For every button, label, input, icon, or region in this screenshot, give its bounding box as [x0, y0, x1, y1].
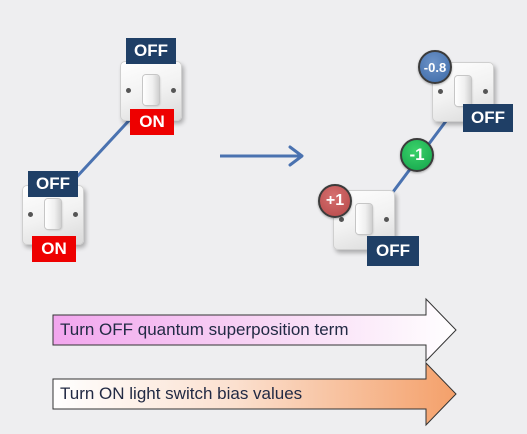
- left-top-switch-on-label: ON: [130, 109, 174, 135]
- right-top-bias-badge: -0.8: [418, 50, 452, 84]
- screw-icon: [339, 217, 344, 222]
- screw-icon: [171, 88, 176, 93]
- transition-arrow: [220, 145, 304, 167]
- screw-icon: [73, 212, 78, 217]
- coupling-badge: -1: [400, 138, 434, 172]
- step-2-text: Turn ON light switch bias values: [60, 384, 303, 403]
- screw-icon: [438, 89, 443, 94]
- screw-icon: [28, 212, 33, 217]
- screw-icon: [384, 217, 389, 222]
- left-bottom-switch-off-label: OFF: [28, 171, 78, 197]
- step-1-text: Turn OFF quantum superposition term: [60, 320, 349, 339]
- right-top-switch-off-label: OFF: [463, 104, 513, 132]
- rocker-switch: [455, 76, 471, 106]
- left-bottom-switch-on-label: ON: [32, 236, 76, 262]
- left-top-switch-off-label: OFF: [126, 38, 176, 64]
- screw-icon: [483, 89, 488, 94]
- screw-icon: [126, 88, 131, 93]
- right-bottom-bias-badge: +1: [318, 184, 352, 218]
- rocker-switch: [356, 204, 372, 234]
- step-1-arrow-shape: [52, 297, 457, 363]
- step-2-arrow-shape: [52, 361, 457, 427]
- rocker-switch: [45, 199, 61, 229]
- right-bottom-switch-off-label: OFF: [367, 236, 419, 266]
- rocker-switch: [143, 75, 159, 105]
